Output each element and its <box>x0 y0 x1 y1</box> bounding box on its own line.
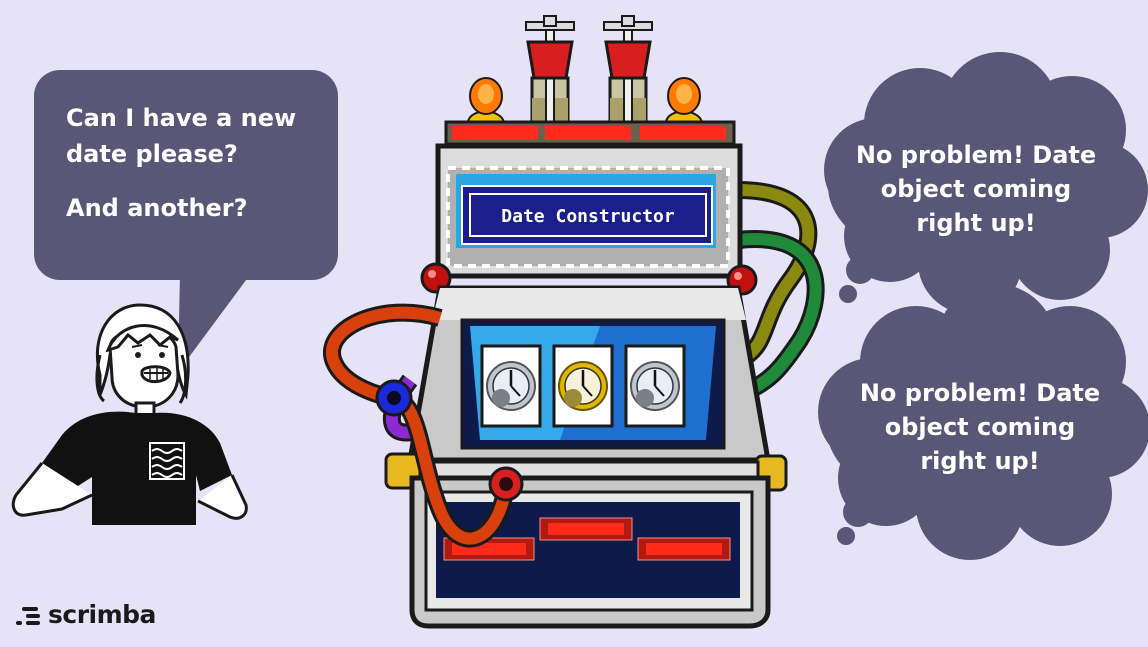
right-cylinder <box>603 15 653 131</box>
cloud-bottom-line-3: right up! <box>920 447 1040 475</box>
cloud-bottom-line-1: No problem! Date <box>859 379 1101 407</box>
thought-cloud-top-text: No problem! Date object coming right up! <box>842 138 1110 240</box>
date-constructor-label: Date Constructor <box>501 205 675 227</box>
scrimba-logo-icon <box>16 605 44 625</box>
left-beacon-light <box>466 77 506 123</box>
cloud-bottom-line-2: object coming <box>884 413 1076 441</box>
scrimba-logo: scrimba <box>16 600 156 629</box>
scrimba-logo-text: scrimba <box>48 600 156 629</box>
speech-line-2: date please? <box>66 140 238 168</box>
thought-cloud-top <box>824 52 1148 314</box>
thought-cloud-bottom <box>818 284 1148 560</box>
silver-clock-icon <box>624 344 686 428</box>
cloud-top-line-3: right up! <box>916 209 1036 237</box>
speech-line-3: And another? <box>66 194 248 222</box>
cloud-top-line-1: No problem! Date <box>855 141 1097 169</box>
right-beacon-light <box>664 77 704 123</box>
thought-cloud-bottom-text: No problem! Date object coming right up! <box>846 376 1114 478</box>
person-illustration <box>11 303 248 525</box>
speech-line-1: Can I have a new <box>66 104 297 132</box>
gold-clock-icon <box>552 344 614 428</box>
speech-bubble: Can I have a new date please? And anothe… <box>34 70 338 280</box>
silver-clock-icon <box>480 344 542 428</box>
cloud-top-line-2: object coming <box>880 175 1072 203</box>
